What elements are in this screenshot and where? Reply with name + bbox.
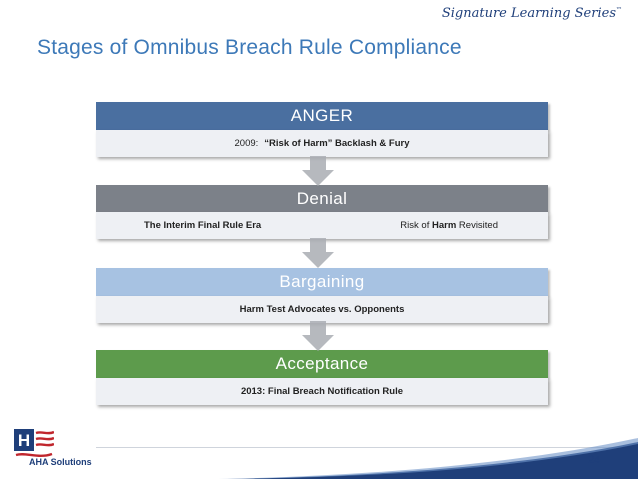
down-arrow-icon	[302, 156, 334, 186]
stage-denial-right-text: Risk of Harm Revisited	[400, 220, 498, 231]
stage-denial-left-text: The Interim Final Rule Era	[144, 220, 262, 231]
svg-text:H: H	[18, 431, 30, 450]
brand-title: Signature Learning Series™	[441, 6, 622, 21]
footer-swoosh	[218, 438, 638, 479]
stage-bargaining: Bargaining Harm Test Advocates vs. Oppon…	[96, 268, 548, 323]
down-arrow-icon	[302, 321, 334, 351]
stage-denial-label: Denial	[96, 185, 548, 212]
stage-anger-description: 2009: “Risk of Harm” Backlash & Fury	[96, 130, 548, 157]
stage-denial-description: The Interim Final Rule Era Risk of Harm …	[96, 212, 548, 239]
stage-bargaining-label: Bargaining	[96, 268, 548, 296]
stage-acceptance-label: Acceptance	[96, 350, 548, 378]
stage-denial: Denial The Interim Final Rule Era Risk o…	[96, 185, 548, 239]
stage-anger: ANGER 2009: “Risk of Harm” Backlash & Fu…	[96, 102, 548, 157]
footer-divider	[96, 447, 638, 448]
logo-text: AHA Solutions	[29, 457, 92, 467]
page-number: 24	[588, 454, 601, 466]
stage-acceptance-description: 2013: Final Breach Notification Rule	[96, 378, 548, 405]
stage-anger-label: ANGER	[96, 102, 548, 130]
aha-logo-icon: H	[14, 429, 54, 458]
slide-title: Stages of Omnibus Breach Rule Compliance	[37, 36, 462, 59]
stage-bargaining-description: Harm Test Advocates vs. Opponents	[96, 296, 548, 323]
down-arrow-icon	[302, 238, 334, 268]
stage-acceptance: Acceptance 2013: Final Breach Notificati…	[96, 350, 548, 405]
stage-anger-year: 2009:	[234, 138, 259, 149]
stage-anger-text: “Risk of Harm” Backlash & Fury	[264, 138, 410, 149]
